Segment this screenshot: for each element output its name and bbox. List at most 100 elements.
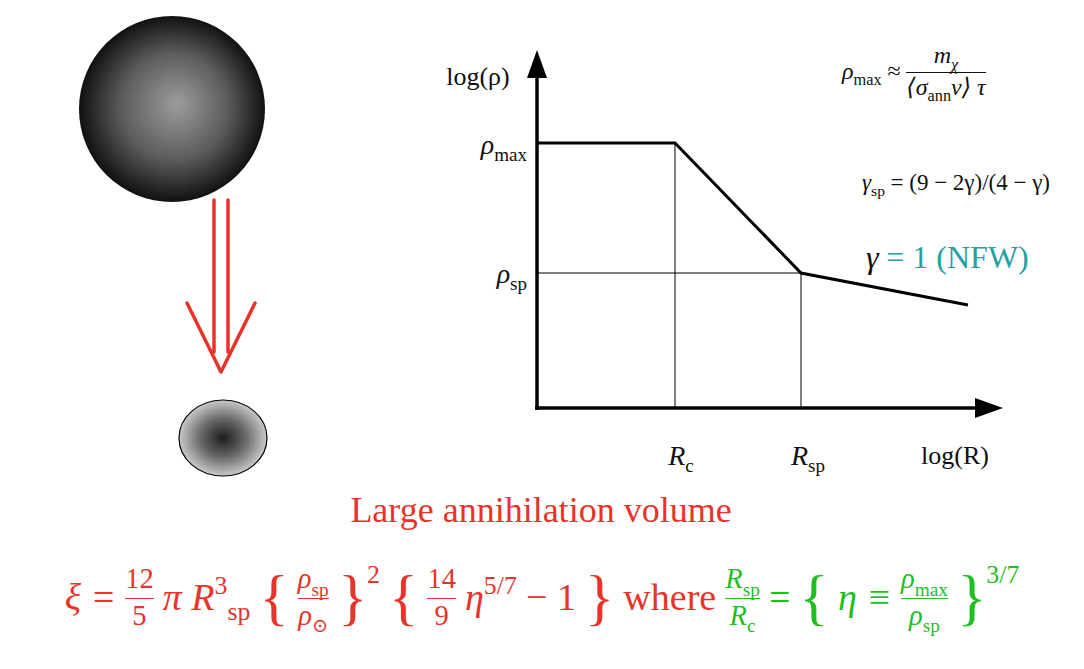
math-group: γsp xyxy=(862,170,885,196)
math-text: ρ xyxy=(497,258,510,289)
math-text: max xyxy=(494,144,527,165)
math-text: ρ xyxy=(298,600,312,631)
math-text: Large annihilation volume xyxy=(350,490,731,530)
math-text: R xyxy=(668,440,685,471)
math-text: log(R) xyxy=(921,441,989,470)
math-text: sp xyxy=(743,579,760,600)
math-text: ann xyxy=(928,86,952,105)
plot-axes xyxy=(527,50,1003,418)
heading: Large annihilation volume xyxy=(350,490,731,531)
math-text: ρ xyxy=(842,58,854,84)
math-text: log(R) xyxy=(921,441,989,471)
math-group: Rc xyxy=(730,600,756,633)
math-text: − 1 xyxy=(526,576,576,620)
math-group: ρmax xyxy=(842,58,882,86)
math-text: 5/7 xyxy=(484,571,517,600)
guide-lines xyxy=(537,143,801,408)
axis-tick-label: Rc xyxy=(668,440,694,472)
math-text: sp xyxy=(227,597,250,626)
math-group: 9 xyxy=(435,600,449,633)
math-text: = (9 − 2γ)/(4 − γ) xyxy=(891,170,1051,196)
math-text: sp xyxy=(808,455,825,476)
equation: ρmax≈mχ⟨σannv⟩ τ xyxy=(842,42,986,101)
fraction: ρsp ρ⊙ xyxy=(298,563,329,633)
fraction: RspRc xyxy=(725,563,760,633)
math-text: c xyxy=(685,455,693,476)
math-group: ρsp xyxy=(909,600,940,633)
collapse-arrow xyxy=(187,200,255,372)
brace: } xyxy=(957,564,986,631)
math-text: 14 xyxy=(427,563,456,594)
brace: { xyxy=(260,568,289,629)
math-text: sp xyxy=(743,579,760,600)
math-text: ρ xyxy=(901,563,915,594)
math-text: ≈ xyxy=(887,58,900,84)
brace: { xyxy=(800,564,829,631)
fraction-bar xyxy=(906,72,985,73)
axis-tick-label: Rsp xyxy=(791,440,825,472)
fraction-bar xyxy=(427,598,456,599)
math-text: m xyxy=(934,42,951,68)
math-group: ⟨σannv⟩ τ xyxy=(906,74,985,102)
math-text: π R xyxy=(163,576,215,618)
axis-title: log(ρ) xyxy=(446,62,510,92)
math-text: sp xyxy=(227,597,250,626)
math-text: max xyxy=(915,579,948,600)
math-text: log(ρ) xyxy=(446,62,510,91)
math-text: 2 xyxy=(367,560,380,589)
math-text: γ xyxy=(862,170,871,195)
math-text: log(ρ) xyxy=(446,62,510,92)
math-text: = 1 (NFW) xyxy=(886,239,1028,276)
math-text: sp xyxy=(923,615,940,636)
math-group: ρmax xyxy=(481,129,527,161)
math-text: ρ xyxy=(481,129,494,160)
axis-tick-label: ρmax xyxy=(481,129,527,161)
math-text: η xyxy=(465,576,484,618)
math-text: γ xyxy=(866,239,879,275)
math-text: χ xyxy=(951,55,958,74)
brace: } xyxy=(585,564,614,631)
math-text: η ≡ xyxy=(838,576,892,618)
math-group: ρsp xyxy=(298,563,329,596)
math-text: γ xyxy=(866,239,879,276)
math-text: ξ = xyxy=(65,576,116,618)
math-text: 14 xyxy=(427,563,456,594)
math-text: = (9 − 2γ)/(4 − γ) xyxy=(891,170,1051,195)
math-text: ρ xyxy=(481,129,494,160)
brace: { xyxy=(389,564,418,631)
math-group: ρ⊙ xyxy=(298,600,328,633)
math-text: 9 xyxy=(435,600,449,631)
fraction: 149 xyxy=(427,563,456,633)
math-text: 5 xyxy=(132,600,146,631)
math-text: ⟨σ xyxy=(906,74,927,100)
math-text: = xyxy=(769,576,790,618)
profile-label: γ= 1 (NFW) xyxy=(866,239,1029,276)
math-text: χ xyxy=(951,55,958,74)
math-text: 5/7 xyxy=(484,571,517,600)
math-group: π R3sp xyxy=(163,576,251,620)
math-text: max xyxy=(915,579,948,600)
brace: { xyxy=(389,568,418,629)
math-text: ≈ xyxy=(887,58,900,86)
math-text: R xyxy=(668,440,685,471)
math-text: ρ xyxy=(497,258,510,289)
math-text: v⟩ τ xyxy=(951,74,986,100)
math-text: − 1 xyxy=(526,576,576,618)
math-group: 12 xyxy=(125,563,154,596)
equation: γsp = (9 − 2γ)/(4 − γ) xyxy=(862,170,1050,196)
math-text: v⟩ τ xyxy=(951,74,986,100)
math-text: ⟨σ xyxy=(906,74,927,100)
fraction: ρmaxρsp xyxy=(901,563,948,633)
math-group: Rc xyxy=(668,440,694,472)
math-group: ρmax xyxy=(901,563,948,596)
math-text: η ≡ xyxy=(838,576,892,620)
math-text: sp xyxy=(510,273,527,294)
math-text: sp xyxy=(871,182,885,199)
brace: } xyxy=(338,564,367,631)
math-text: = 1 (NFW) xyxy=(886,239,1028,275)
math-text: max xyxy=(854,70,882,89)
math-text: sp xyxy=(808,455,825,476)
brace: } xyxy=(957,564,986,631)
math-text: 2 xyxy=(367,560,380,589)
